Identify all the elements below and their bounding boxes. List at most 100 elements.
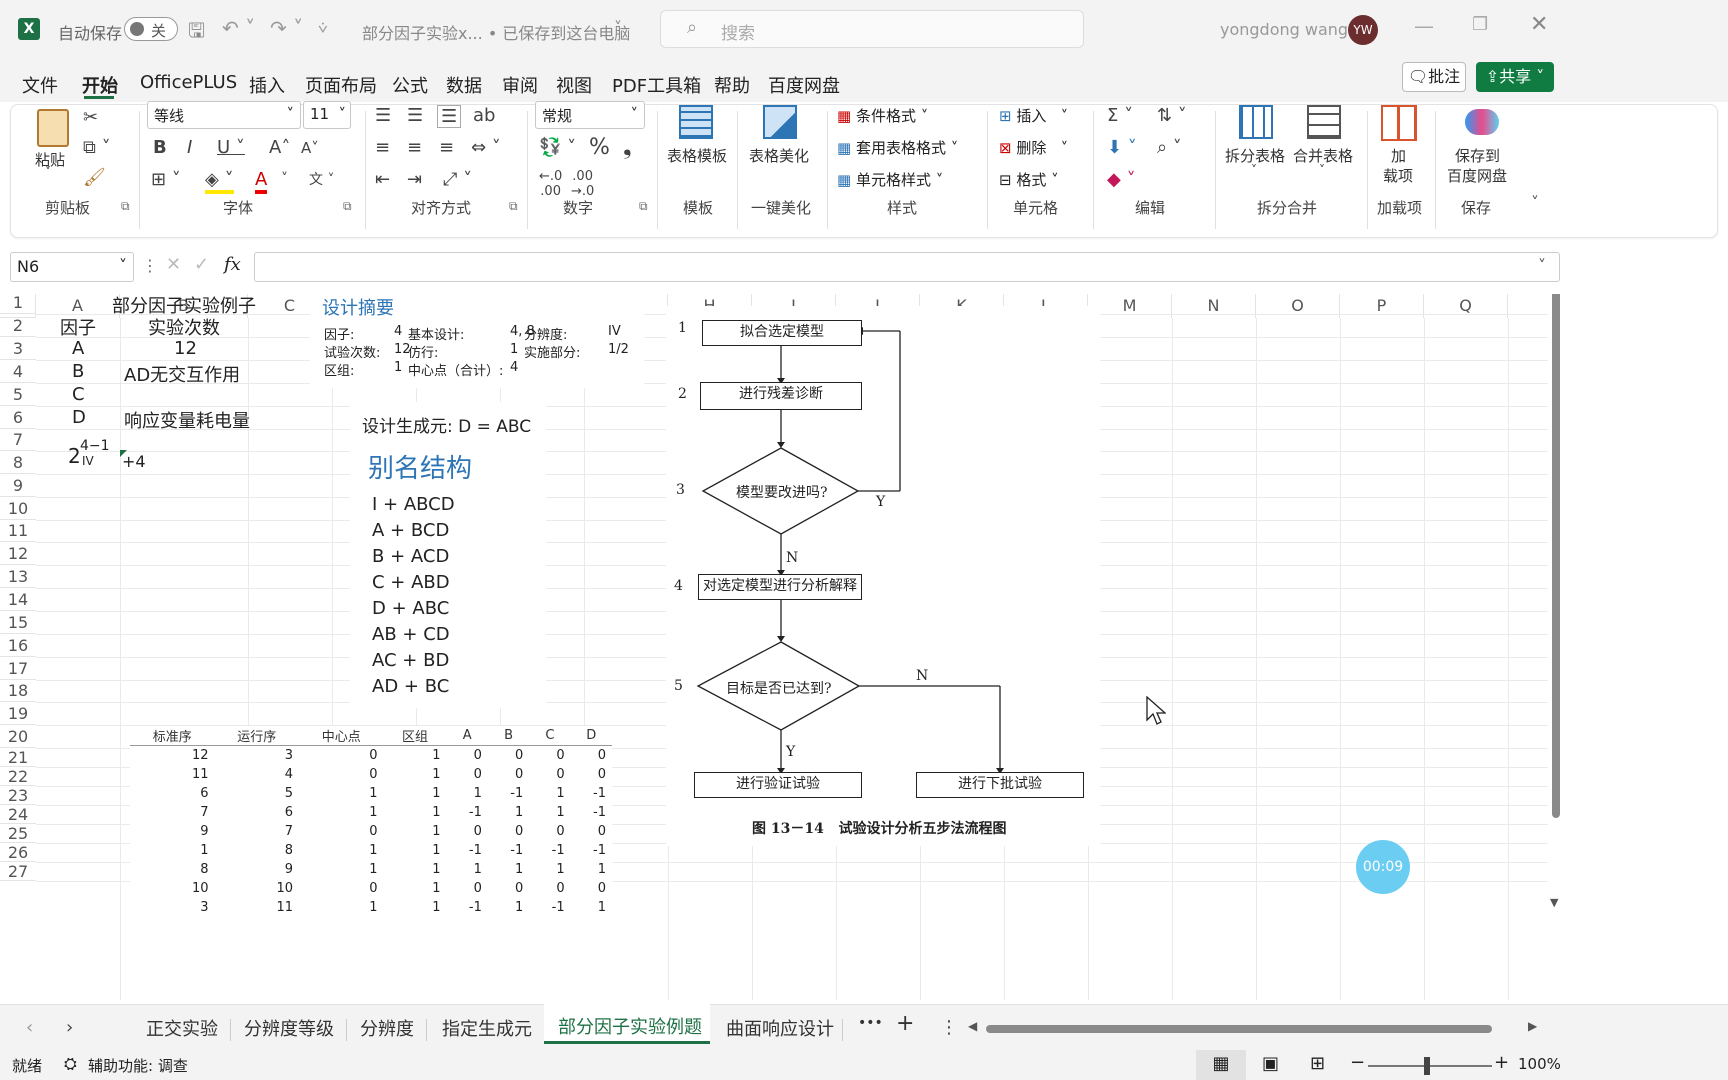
row-header-6[interactable]: 6 [0, 406, 36, 429]
underline-icon[interactable]: U ˅ [217, 137, 245, 158]
addins-button[interactable]: 加 载项 [1375, 105, 1425, 189]
row-header-20[interactable]: 20 [0, 725, 36, 748]
format-painter-icon[interactable]: 🖌 [83, 167, 106, 188]
column-header-q[interactable]: Q [1424, 294, 1508, 318]
zoom-out-icon[interactable]: − [1350, 1052, 1366, 1073]
share-button[interactable]: ⇪共享 ˅ [1476, 62, 1554, 92]
row-header-9[interactable]: 9 [0, 474, 36, 497]
sheet-tab-resolution[interactable]: 分辨度 [360, 1019, 414, 1040]
number-launcher-icon[interactable]: ⧉ [639, 199, 648, 213]
sort-filter-icon[interactable]: ⇅ ˅ [1157, 105, 1187, 126]
cell-a3[interactable]: A [72, 338, 85, 359]
cell-a2[interactable]: 因子 [60, 318, 96, 339]
menu-insert[interactable]: 插入 [249, 76, 285, 97]
insert-cells-button[interactable]: ⊞ 插入 ˅ [999, 107, 1069, 125]
cell-b8[interactable]: +4 [122, 452, 146, 471]
search-box[interactable]: ⌕ 搜索 [660, 10, 1084, 48]
zoom-slider-thumb[interactable] [1424, 1057, 1430, 1075]
row-header-19[interactable]: 19 [0, 702, 36, 725]
menu-review[interactable]: 审阅 [502, 76, 538, 97]
restore-icon[interactable]: ❐ [1472, 14, 1489, 35]
column-header-m[interactable]: M [1088, 294, 1172, 318]
bold-icon[interactable]: B [153, 137, 167, 158]
cell-a8-formula[interactable]: 2 4−1 IV [68, 438, 110, 468]
align-middle-icon[interactable]: ☰ [407, 105, 424, 126]
copy-icon[interactable]: ⧉ ˅ [83, 137, 111, 158]
font-launcher-icon[interactable]: ⧉ [343, 199, 352, 213]
collapse-ribbon-icon[interactable]: ˅ [1531, 193, 1539, 212]
number-format-select[interactable]: 常规˅ [535, 101, 645, 129]
row-header-23[interactable]: 23 [0, 786, 36, 805]
percent-icon[interactable]: % [589, 135, 610, 160]
row-header-2[interactable]: 2 [0, 314, 36, 337]
comment-button[interactable]: 🗨批注 [1402, 62, 1466, 92]
menu-baidu-netdisk[interactable]: 百度网盘 [768, 76, 840, 97]
row-header-11[interactable]: 11 [0, 520, 36, 542]
menu-officeplus[interactable]: OfficePLUS [140, 72, 238, 93]
insert-function-icon[interactable]: fx [224, 254, 241, 275]
page-layout-view-icon[interactable]: ▣ [1262, 1053, 1280, 1074]
autosum-icon[interactable]: Σ ˅ [1107, 105, 1134, 126]
row-header-22[interactable]: 22 [0, 767, 36, 786]
delete-cells-button[interactable]: ⊠ 删除 ˅ [999, 139, 1069, 157]
split-table-button[interactable]: 拆分表格 ˅ [1225, 105, 1289, 185]
row-header-21[interactable]: 21 [0, 748, 36, 767]
decrease-decimal-icon[interactable]: .00→.0 [571, 169, 595, 199]
zoom-level[interactable]: 100% [1518, 1055, 1561, 1073]
row-header-3[interactable]: 3 [0, 337, 36, 360]
font-name-select[interactable]: 等线˅ [147, 101, 301, 129]
document-title[interactable]: 部分因子实验x... • 已保存到这台电脑 [362, 24, 631, 43]
column-header-a[interactable]: A [36, 294, 120, 318]
formula-input[interactable] [254, 252, 1560, 282]
align-top-icon[interactable]: ☰ [375, 105, 392, 126]
align-left-icon[interactable]: ≡ [375, 137, 391, 158]
fill-icon[interactable]: ⬇ ˅ [1107, 137, 1137, 158]
row-header-13[interactable]: 13 [0, 565, 36, 588]
sheet-tab-fractional-example[interactable]: 部分因子实验例题 [558, 1017, 702, 1038]
cell-b3[interactable]: 12 [174, 338, 197, 359]
avatar[interactable]: YW [1348, 15, 1378, 45]
close-icon[interactable]: ✕ [1530, 12, 1549, 37]
select-all-corner[interactable] [0, 294, 36, 318]
italic-icon[interactable]: I [187, 137, 193, 158]
clipboard-launcher-icon[interactable]: ⧉ [121, 199, 130, 213]
align-right-icon[interactable]: ≡ [439, 137, 455, 158]
cell-b4[interactable]: AD无交互作用 [124, 365, 241, 386]
conditional-format-button[interactable]: ▦ 条件格式 ˅ [837, 107, 929, 125]
menu-data[interactable]: 数据 [446, 76, 482, 97]
menu-formulas[interactable]: 公式 [392, 76, 428, 97]
row-header-24[interactable]: 24 [0, 805, 36, 824]
comma-style-icon[interactable]: ❟ [623, 135, 632, 160]
sheet-tab-orthogonal[interactable]: 正交实验 [146, 1019, 218, 1040]
page-break-view-icon[interactable]: ⊞ [1310, 1053, 1326, 1074]
menu-pdf-tools[interactable]: PDF工具箱 [612, 76, 702, 97]
wrap-text-icon[interactable]: ab [473, 105, 496, 126]
menu-help[interactable]: 帮助 [714, 76, 750, 97]
cell-b2[interactable]: 实验次数 [148, 318, 220, 339]
save-baidu-button[interactable]: 保存到 百度网盘 [1443, 105, 1517, 189]
paste-button[interactable]: 粘贴 ˅ [31, 105, 73, 185]
more-sheets-button[interactable]: ••• [858, 1015, 883, 1031]
cell-a6[interactable]: D [72, 407, 86, 428]
zoom-in-icon[interactable]: + [1494, 1052, 1510, 1073]
row-header-12[interactable]: 12 [0, 542, 36, 565]
minimize-icon[interactable]: — [1414, 14, 1434, 38]
user-name[interactable]: yongdong wang [1220, 20, 1349, 39]
next-sheet-icon[interactable]: › [66, 1017, 74, 1038]
sheet-tab-response-surface[interactable]: 曲面响应设计 [726, 1019, 834, 1040]
cell-styles-button[interactable]: ▦ 单元格样式 ˅ [837, 171, 944, 189]
align-center-icon[interactable]: ≡ [407, 137, 423, 158]
row-header-25[interactable]: 25 [0, 824, 36, 843]
row-header-10[interactable]: 10 [0, 497, 36, 520]
cancel-icon[interactable]: ✕ [166, 254, 182, 275]
expand-formula-icon[interactable]: ˅ [1538, 256, 1546, 275]
save-icon[interactable]: 🖫 [188, 18, 206, 42]
row-header-16[interactable]: 16 [0, 634, 36, 657]
row-header-8[interactable]: 8 [0, 451, 36, 474]
flowchart-image[interactable]: 1 拟合选定模型 2 进行残差诊断 3 模型要改进吗? Y N 4 对选定模型进… [666, 306, 1100, 846]
orientation-icon[interactable]: ⤢ ˅ [443, 169, 473, 190]
row-header-27[interactable]: 27 [0, 862, 36, 881]
redo-icon[interactable]: ↷ ˅ [270, 16, 304, 40]
